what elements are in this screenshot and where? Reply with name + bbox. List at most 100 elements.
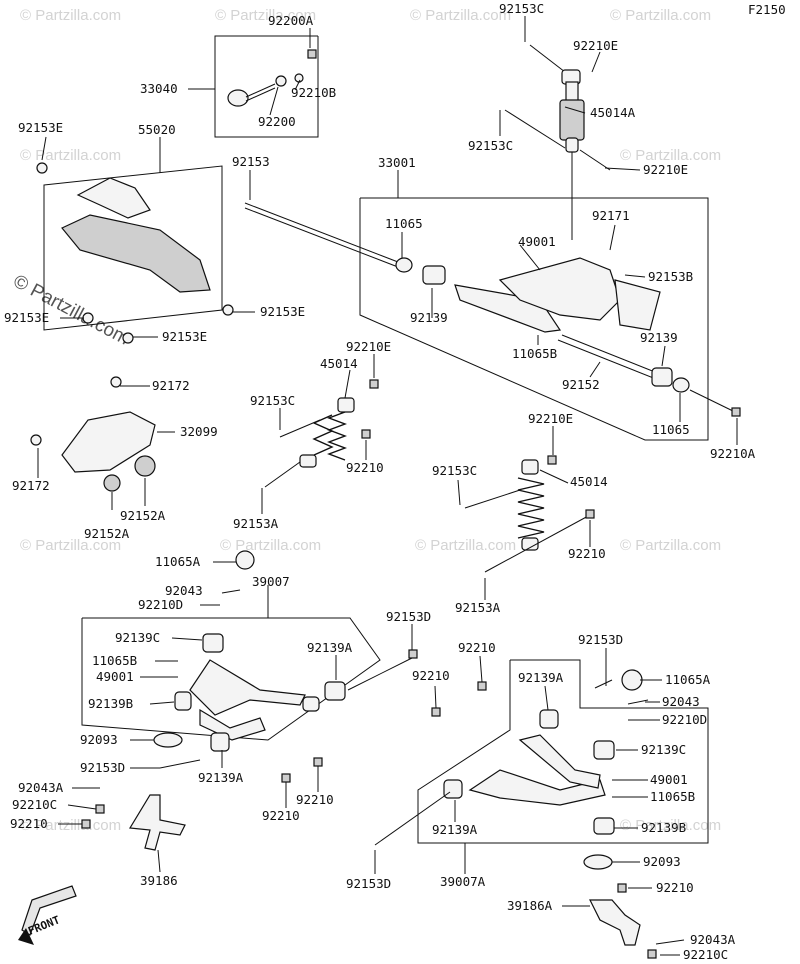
callout-label: 92210 <box>412 668 450 683</box>
callout-label: 92152A <box>120 508 166 523</box>
callout-label: 92139C <box>641 742 686 757</box>
guard-55020 <box>36 162 234 344</box>
callout-label: 92139B <box>88 696 133 711</box>
callout-label: 92153E <box>4 310 49 325</box>
callout-label: 45014 <box>320 356 358 371</box>
callout-label: 92153C <box>432 463 477 478</box>
callout-label: 92210 <box>10 816 48 831</box>
callout-label: 11065 <box>652 422 690 437</box>
group-box-39007A <box>417 659 709 874</box>
callout-label: 92139C <box>115 630 160 645</box>
callout-label: 92210 <box>346 460 384 475</box>
callout-label: 39186A <box>507 898 553 913</box>
callout-label: 92153A <box>455 600 501 615</box>
callout-label: 92043A <box>690 932 736 947</box>
chain-guide-32099 <box>30 376 156 492</box>
callout-label: 92043 <box>165 583 203 598</box>
callout-label: 92093 <box>80 732 118 747</box>
callout-label: 92210E <box>346 339 391 354</box>
callout-label: 92210 <box>656 880 694 895</box>
svg-text:© Partzilla.com: © Partzilla.com <box>410 7 511 24</box>
swingarm-33001 <box>244 202 741 417</box>
callout-label: 92210B <box>291 85 336 100</box>
callout-label: 92210 <box>262 808 300 823</box>
callout-label: 92152A <box>84 526 130 541</box>
callout-label: 11065A <box>155 554 201 569</box>
callout-label: 92210D <box>138 597 183 612</box>
a-arm-39007A <box>374 669 649 846</box>
callout-label: 92153 <box>232 154 270 169</box>
callout-label: 92200A <box>268 13 314 28</box>
callout-label: 92139 <box>640 330 678 345</box>
callout-label: 92152 <box>562 377 600 392</box>
callout-label: 11065B <box>92 653 137 668</box>
callout-label: 92139A <box>307 640 353 655</box>
callout-label: 39007 <box>252 574 290 589</box>
callout-label: 92043A <box>18 780 64 795</box>
callout-label: 92153D <box>80 760 125 775</box>
svg-text:© Partzilla.com: © Partzilla.com <box>620 537 721 554</box>
svg-text:© Partzilla.com: © Partzilla.com <box>620 817 721 834</box>
shock-absorber-45014-left <box>264 379 379 488</box>
callout-label: 11065B <box>650 789 695 804</box>
front-arrow: FRONT <box>18 885 77 945</box>
callout-label: 92210 <box>568 546 606 561</box>
callout-label: 92139A <box>518 670 564 685</box>
callout-label: 92153D <box>386 609 431 624</box>
callout-label: 33001 <box>378 155 416 170</box>
callout-label: 45014 <box>570 474 608 489</box>
callout-label: 39186 <box>140 873 178 888</box>
svg-text:© Partzilla.com: © Partzilla.com <box>20 147 121 164</box>
svg-text:© Partzilla.com: © Partzilla.com <box>610 7 711 24</box>
shock-absorber-45014-right <box>464 455 595 573</box>
callout-label: 92210 <box>296 792 334 807</box>
a-arm-39007 <box>153 550 418 783</box>
callout-label: 92210C <box>683 947 728 962</box>
callout-label: 49001 <box>518 234 556 249</box>
callout-label: 92153D <box>346 876 391 891</box>
callout-label: 55020 <box>138 122 176 137</box>
callout-label: 92043 <box>662 694 700 709</box>
svg-text:© Partzilla.com: © Partzilla.com <box>215 7 316 24</box>
svg-text:© Partzilla.com: © Partzilla.com <box>220 537 321 554</box>
svg-text:© Partzilla.com: © Partzilla.com <box>20 817 121 834</box>
svg-text:© Partzilla.com: © Partzilla.com <box>20 7 121 24</box>
callout-label: 92210E <box>643 162 688 177</box>
shock-absorber-45014A <box>504 44 611 240</box>
axle-bolt-33040 <box>227 49 317 107</box>
callout-label: 92139 <box>410 310 448 325</box>
callout-label: 33040 <box>140 81 178 96</box>
callout-label: 92200 <box>258 114 296 129</box>
callout-label: 92093 <box>643 854 681 869</box>
group-box-39007 <box>81 585 381 741</box>
callout-label: 11065A <box>665 672 711 687</box>
callout-label: 92210A <box>710 446 756 461</box>
svg-text:© Partzilla.com: © Partzilla.com <box>415 537 516 554</box>
callout-label: 92210E <box>528 411 573 426</box>
callout-label: 49001 <box>650 772 688 787</box>
callout-label: 92171 <box>592 208 630 223</box>
callout-label: 92139A <box>432 822 478 837</box>
callout-label: 92210D <box>662 712 707 727</box>
callout-label: 92153D <box>578 632 623 647</box>
callout-label: 45014A <box>590 105 636 120</box>
callout-label: 92153C <box>499 1 544 16</box>
callout-label: 92139A <box>198 770 244 785</box>
callout-label: 11065 <box>385 216 423 231</box>
figure-code: F2150 <box>748 2 786 17</box>
callout-label: 32099 <box>180 424 218 439</box>
callout-label: 92153B <box>648 269 693 284</box>
callout-label: 92210 <box>458 640 496 655</box>
group-box-33001 <box>359 170 709 441</box>
callout-label: 92153A <box>233 516 279 531</box>
callout-label: 11065B <box>512 346 557 361</box>
callout-label: 92153C <box>468 138 513 153</box>
callout-label: 92153E <box>162 329 207 344</box>
svg-text:© Partzilla.com: © Partzilla.com <box>620 147 721 164</box>
callout-labels: 92153C 92210E 45014A 92153C 92210E 92200… <box>4 1 756 962</box>
callout-label: 92153E <box>260 304 305 319</box>
knuckle-39186A <box>583 854 685 959</box>
callout-label: 92139B <box>641 820 686 835</box>
